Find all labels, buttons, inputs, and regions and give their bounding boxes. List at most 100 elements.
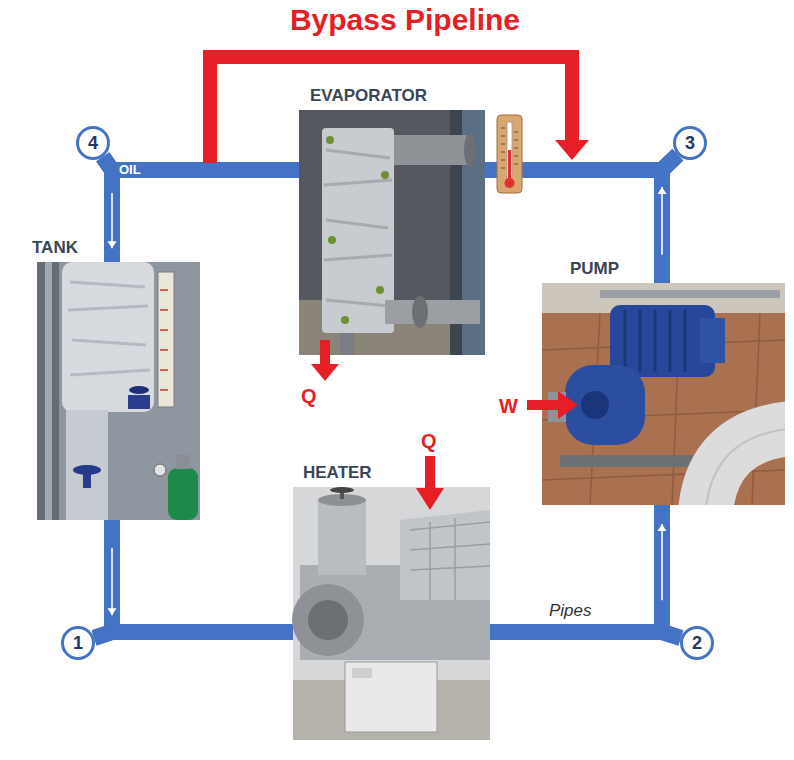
- evaporator-photo: [299, 110, 485, 355]
- gauge: [154, 464, 166, 476]
- state-point-circle: 1: [61, 626, 95, 660]
- callout-number: 4: [88, 133, 98, 153]
- tank-node: TANK: [37, 262, 200, 520]
- heater-flange-inner: [308, 600, 348, 640]
- sight-glass-scale: [160, 290, 168, 390]
- pipe-connector: [658, 505, 681, 638]
- flow-arrow: [111, 193, 113, 248]
- component-label: EVAPORATOR: [310, 86, 427, 106]
- foil-wrinkles: [324, 150, 392, 306]
- pipes-label: Pipes: [549, 601, 592, 621]
- insulated-pipe: [66, 410, 108, 520]
- pipe-stub: [340, 333, 354, 355]
- flow-arrowhead: [108, 241, 117, 248]
- tank-photo: [37, 262, 200, 520]
- arrow-shaft: [425, 456, 435, 490]
- valve-wheel: [129, 386, 149, 394]
- circle-shape: [675, 128, 706, 159]
- work-label: W: [499, 394, 518, 418]
- arrow-shaft: [527, 400, 560, 410]
- heat-label: Q: [421, 429, 437, 453]
- thermometer-icon: [497, 115, 522, 193]
- heater-housing: [400, 510, 490, 600]
- motor: [610, 305, 715, 377]
- heater-node: HEATER: [293, 487, 490, 740]
- callout-number: 1: [73, 633, 83, 653]
- insulated-tank: [62, 262, 154, 412]
- heat-label: Q: [301, 384, 317, 408]
- tape-mark: [376, 286, 384, 294]
- state-point-circle: 2: [680, 626, 714, 660]
- pipe: [103, 157, 112, 262]
- heat-in-arrow: [416, 456, 444, 510]
- circle-shape: [682, 628, 713, 659]
- heater-flange: [292, 584, 364, 656]
- pump-photo: [542, 283, 785, 505]
- gas-cylinder: [168, 468, 198, 520]
- tape-marks: [326, 136, 389, 324]
- pipe: [94, 520, 112, 638]
- heat-out-arrow: [311, 340, 339, 381]
- pipe: [662, 505, 681, 638]
- pump-node: PUMP: [542, 283, 785, 505]
- pipe: [490, 632, 681, 638]
- motor-cap: [700, 318, 725, 363]
- pipe: [45, 262, 52, 520]
- flow-arrowhead: [658, 187, 667, 194]
- heat-exchanger: [322, 128, 394, 333]
- heater-photo: [292, 487, 490, 740]
- pipe-connector: [103, 157, 117, 262]
- circle-shape: [78, 128, 109, 159]
- arrow-head: [311, 364, 339, 381]
- thermometer-liquid: [508, 150, 511, 180]
- motor-fins: [625, 310, 685, 372]
- insulated-elbow: [705, 428, 785, 505]
- foil-wrinkles: [68, 282, 150, 375]
- housing-grid: [410, 518, 490, 600]
- photo-background: [37, 262, 200, 520]
- tape-mark: [341, 316, 349, 324]
- photo-background: [293, 487, 490, 740]
- arrow-head: [558, 391, 578, 419]
- handwheel: [330, 487, 354, 493]
- thermometer-ticks: [501, 128, 518, 168]
- arrow-head: [416, 488, 444, 510]
- cylinder-valve: [176, 455, 190, 469]
- control-box: [345, 662, 437, 732]
- pipe: [94, 632, 293, 638]
- thermometer-bulb: [505, 178, 515, 188]
- component-label: HEATER: [303, 463, 372, 483]
- work-in-arrow: [527, 391, 578, 419]
- title: Bypass Pipeline: [205, 2, 605, 38]
- tape-mark: [381, 171, 389, 179]
- pipe-flange: [464, 133, 476, 167]
- thermometer-board: [497, 115, 522, 193]
- elbow-seam: [705, 428, 785, 505]
- photo-background: [299, 110, 485, 355]
- sight-glass: [158, 272, 174, 407]
- component-label: TANK: [32, 238, 78, 258]
- evaporator-node: EVAPORATOR: [299, 110, 485, 355]
- valve: [128, 395, 150, 409]
- pump-cover: [581, 391, 609, 419]
- bypass-arrowhead: [555, 140, 589, 160]
- heater-duct: [318, 500, 366, 575]
- callout-number: 3: [685, 133, 695, 153]
- fluid-label: OIL: [119, 162, 141, 178]
- steel-pipe: [385, 300, 480, 324]
- thermometer-tube: [507, 122, 512, 180]
- pipe-connector: [490, 632, 681, 638]
- flow-arrow: [661, 187, 663, 255]
- callout-number: 2: [692, 633, 702, 653]
- pipe: [600, 290, 780, 298]
- flow-arrow: [661, 524, 663, 600]
- circle-shape: [63, 628, 94, 659]
- flow-arrow: [111, 548, 113, 615]
- component-label: PUMP: [570, 259, 619, 279]
- tape-mark: [328, 236, 336, 244]
- flow-arrowhead: [108, 608, 117, 615]
- state-point-circle: 4: [76, 126, 110, 160]
- pipe-connector: [94, 520, 116, 638]
- state-point-circle: 3: [673, 126, 707, 160]
- flow-arrowhead: [658, 524, 667, 531]
